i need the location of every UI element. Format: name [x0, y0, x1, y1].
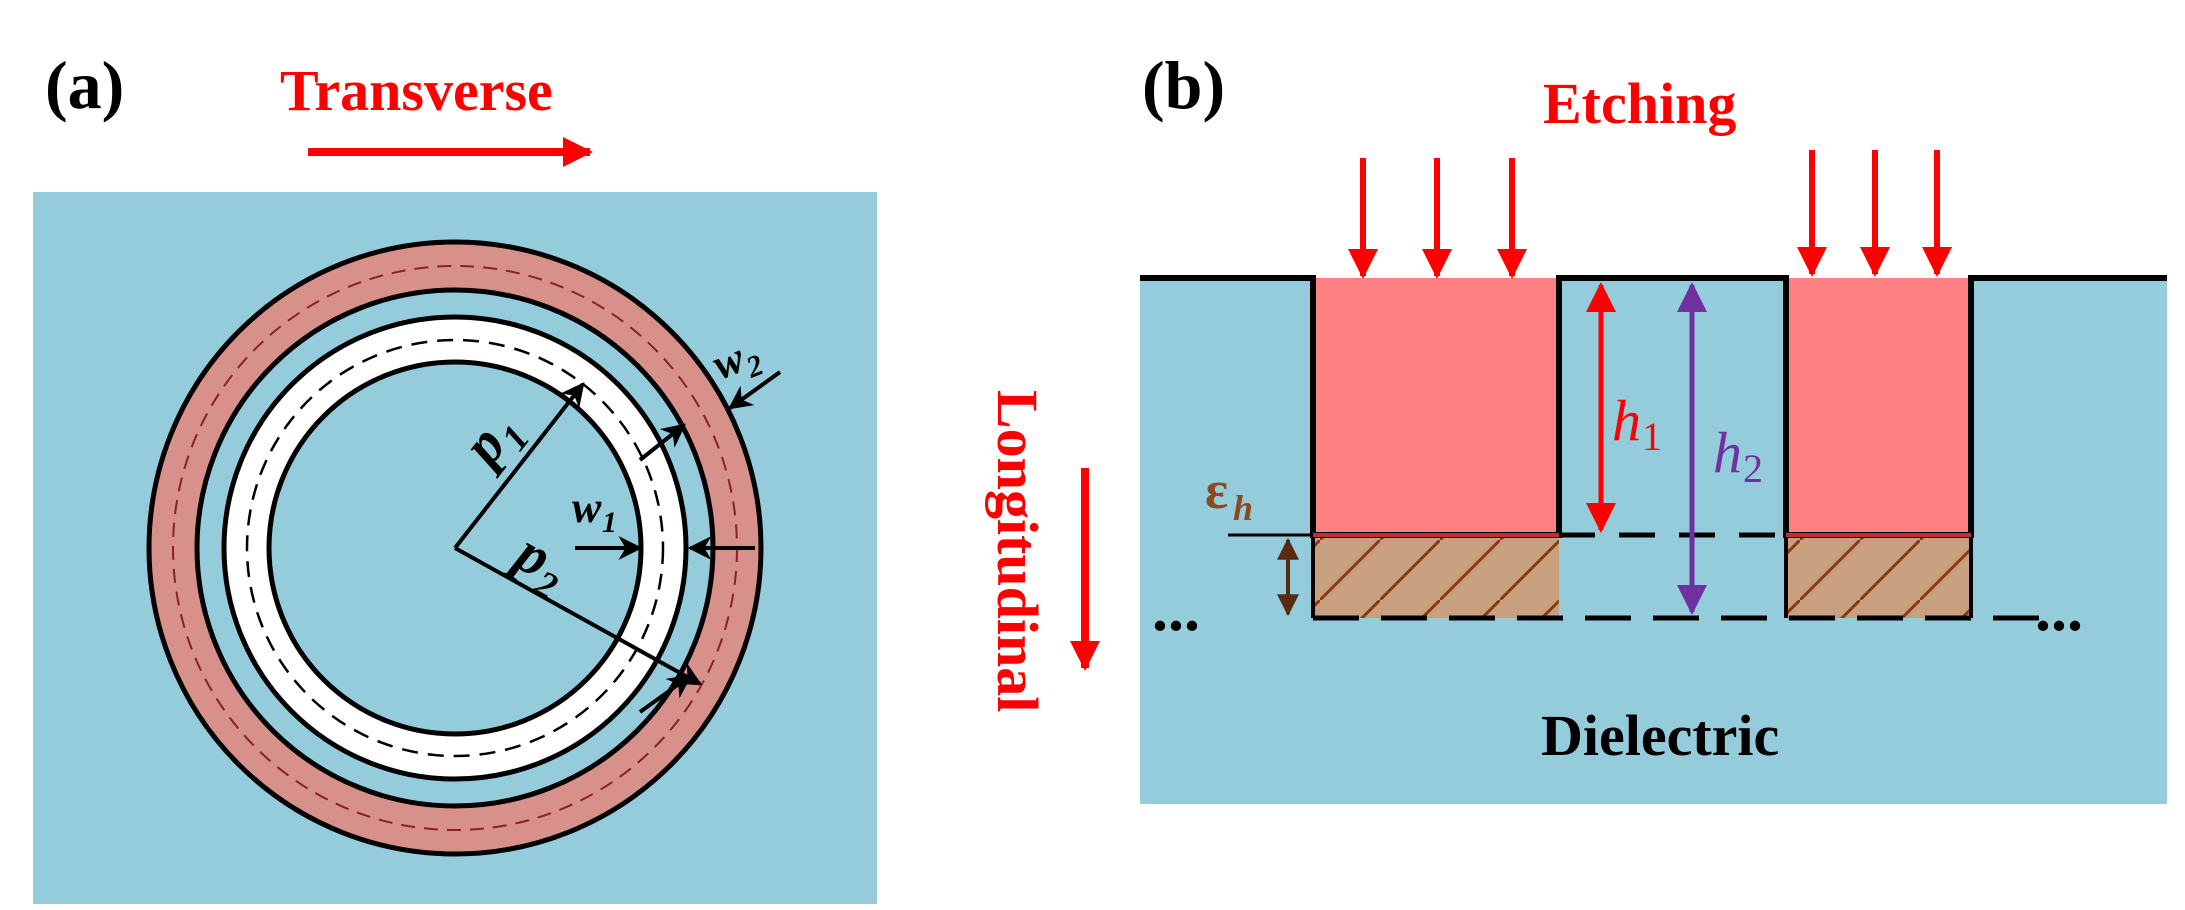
h2-label: h 2	[1713, 420, 1763, 491]
dielectric-label: Dielectric	[1541, 703, 1779, 768]
svg-text:h: h	[1713, 420, 1742, 485]
p2-arrow	[454, 546, 703, 686]
h1-label: h 1	[1612, 388, 1662, 459]
panel-b-label: (b)	[1142, 47, 1225, 123]
panel-a: (a) Transverse p 1 p 2 w	[33, 47, 877, 904]
etching-label: Etching	[1543, 71, 1736, 136]
ellipsis-right: ...	[2035, 573, 2083, 644]
svg-text:ε: ε	[1205, 460, 1228, 520]
effective-layer-2-hatch	[1786, 535, 1971, 618]
effective-layer-1-hatch	[1313, 535, 1559, 618]
inner-ring-centerline	[245, 338, 665, 758]
svg-text:2: 2	[1743, 446, 1763, 491]
w1-label: w 1	[572, 483, 617, 539]
etched-groove-2	[1786, 278, 1971, 535]
svg-text:h: h	[1612, 388, 1641, 453]
longitudinal-label: Longitudinal	[985, 390, 1050, 712]
w1-arrow-upper	[638, 423, 686, 462]
svg-text:1: 1	[1642, 414, 1662, 459]
transverse-label: Transverse	[280, 58, 553, 123]
p1-arrow	[453, 382, 585, 550]
w2-arrow-inner	[638, 674, 692, 714]
svg-text:h: h	[1233, 488, 1253, 528]
ellipsis-left: ...	[1152, 573, 1200, 644]
surface-profile	[1140, 275, 2167, 538]
panel-a-label: (a)	[45, 47, 124, 123]
panel-b: (b) Etching Longitudinal	[985, 47, 2167, 804]
svg-text:w: w	[572, 483, 602, 532]
svg-text:1: 1	[602, 506, 617, 539]
eps-label: ε h	[1205, 460, 1253, 528]
w2-arrow-outer	[728, 370, 782, 410]
etched-groove-1	[1313, 278, 1559, 535]
